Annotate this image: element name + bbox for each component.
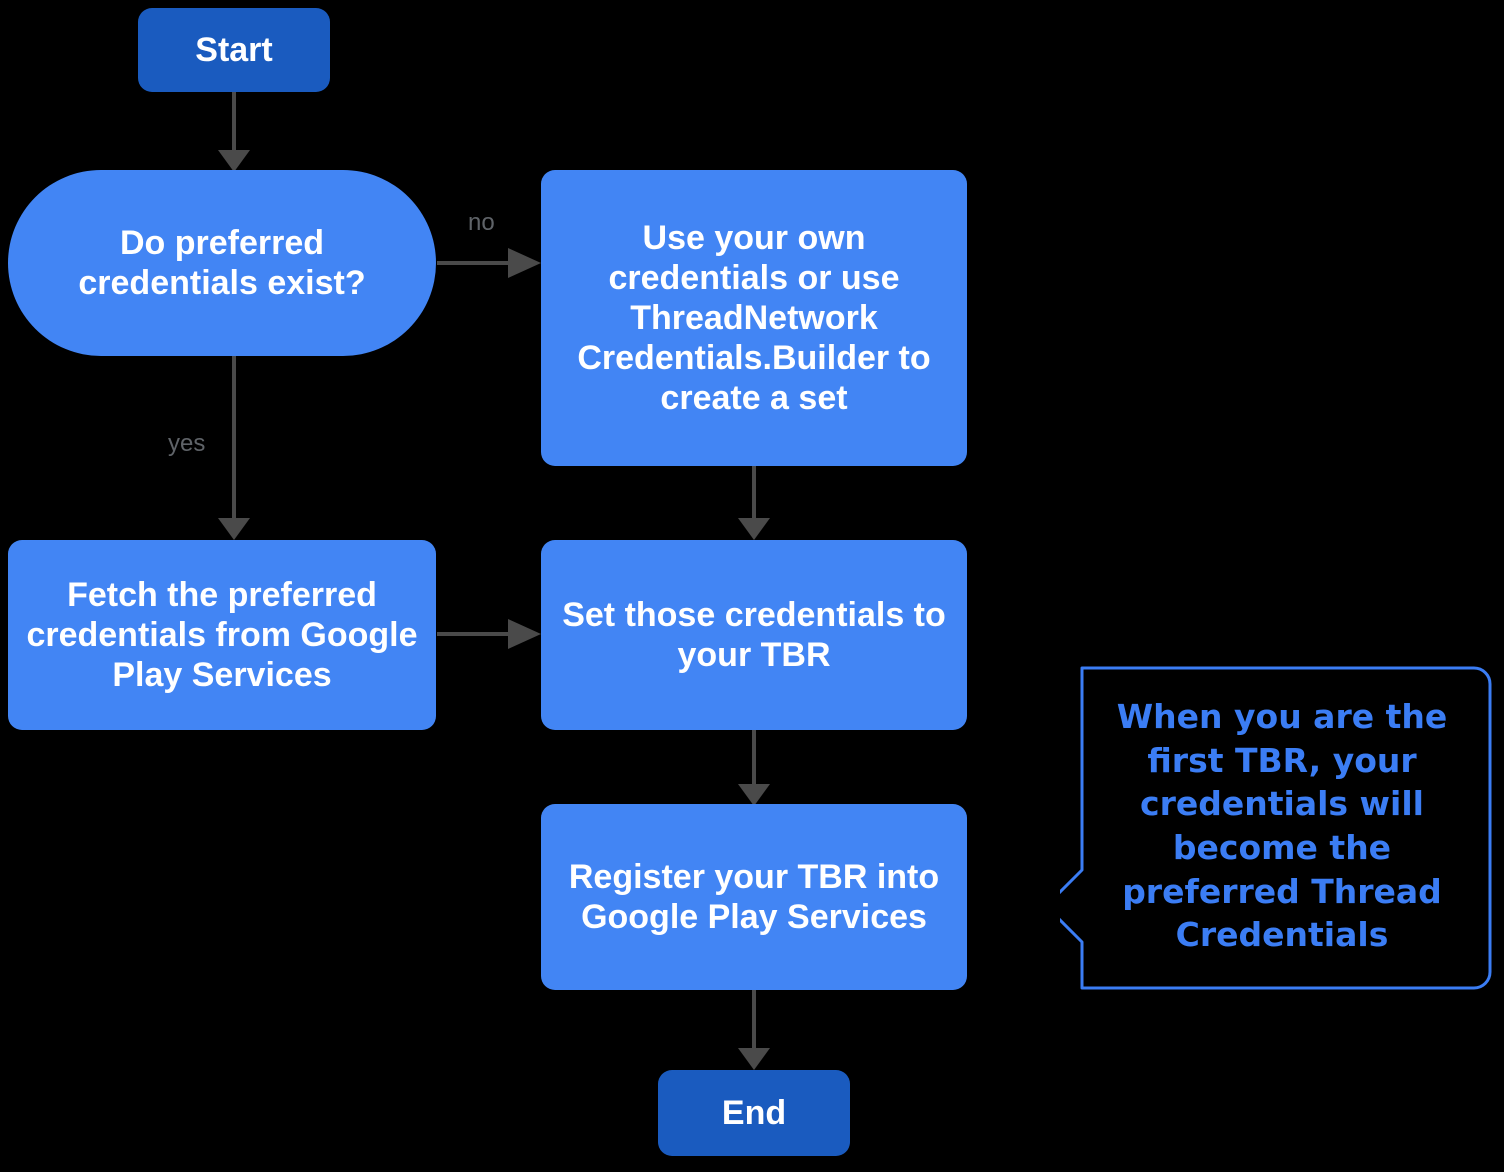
node-decision-label: Do preferred credentials exist? [78,223,366,302]
edge-decision-to-own [437,248,541,278]
edge-label-yes: yes [168,430,206,457]
node-end-label: End [721,1093,787,1132]
node-register-tbr-label: Register your TBR into Google Play Servi… [568,857,940,936]
edge-own-to-set [738,466,770,540]
note-first-tbr-preferred-credentials: When you are the first TBR, your credent… [1072,668,1492,984]
node-set-credentials-to-tbr[interactable]: Set those credentials to your TBR [541,540,967,730]
edge-set-to-register [738,728,770,806]
edge-fetch-to-set [437,619,541,649]
note-text: When you are the first TBR, your credent… [1116,697,1448,955]
node-decision-preferred-credentials-exist[interactable]: Do preferred credentials exist? [8,170,436,356]
edge-decision-to-fetch [218,356,250,540]
edge-label-no: no [468,209,495,236]
node-use-own-credentials[interactable]: Use your own credentials or use ThreadNe… [541,170,967,466]
node-use-own-credentials-label: Use your own credentials or use ThreadNe… [577,218,931,418]
node-start[interactable]: Start [138,8,330,92]
node-register-tbr[interactable]: Register your TBR into Google Play Servi… [541,804,967,990]
node-fetch-preferred-credentials-label: Fetch the preferred credentials from Goo… [26,575,418,695]
edge-register-to-end [738,988,770,1070]
edge-start-to-decision [218,92,250,172]
node-fetch-preferred-credentials[interactable]: Fetch the preferred credentials from Goo… [8,540,436,730]
node-end[interactable]: End [658,1070,850,1156]
node-set-credentials-to-tbr-label: Set those credentials to your TBR [562,595,946,674]
node-start-label: Start [195,30,273,69]
